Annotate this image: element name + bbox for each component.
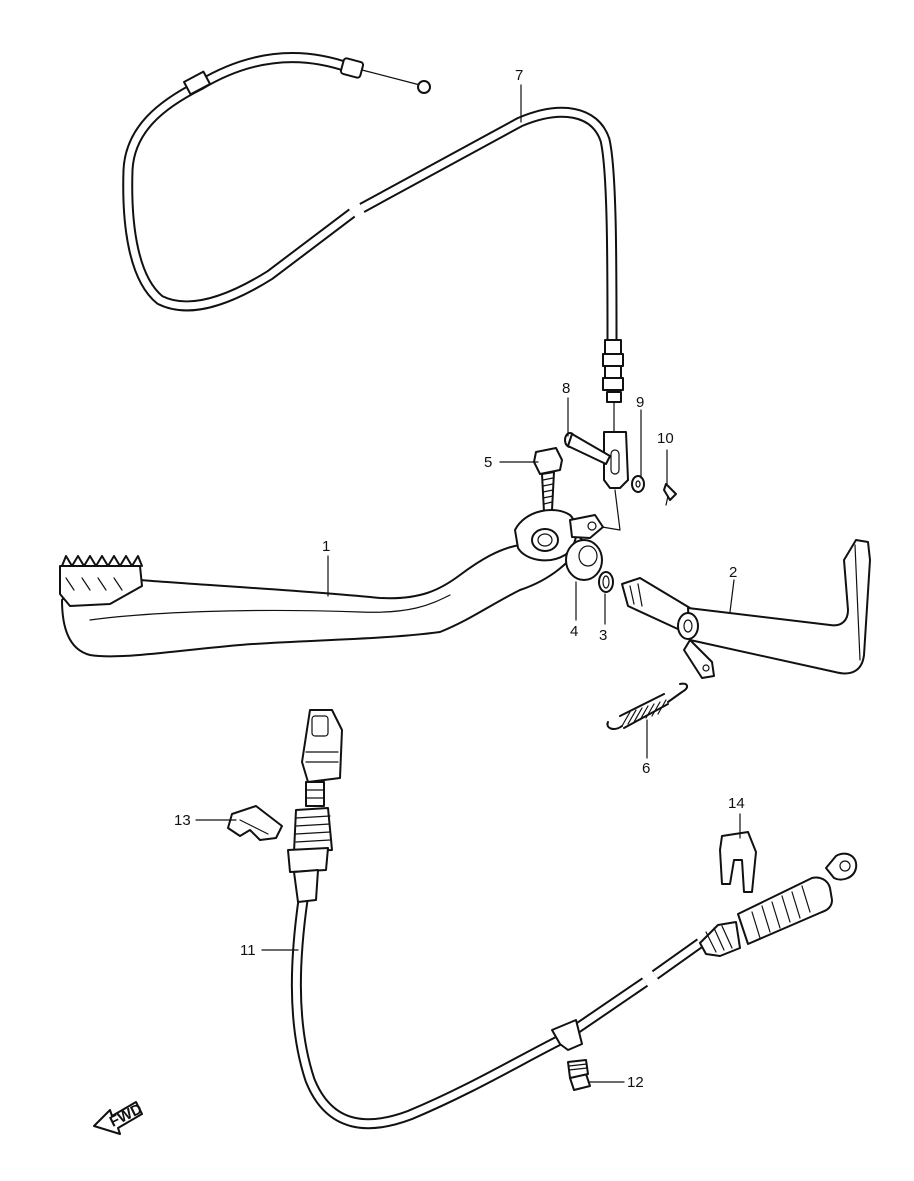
- part-labels: 7 8 5 9 10 1 2 4 3 6 13 14 11 12: [174, 67, 745, 1091]
- label-part-1: 1: [322, 538, 330, 555]
- part-14-clip[interactable]: [719, 831, 757, 893]
- label-part-9: 9: [636, 394, 644, 411]
- part-10-cotter-pin[interactable]: [663, 483, 677, 506]
- part-5-bolt[interactable]: [533, 447, 563, 513]
- part-2-pedal-shaft[interactable]: [621, 539, 871, 679]
- label-part-4: 4: [570, 623, 578, 640]
- label-part-11: 11: [240, 942, 256, 959]
- label-part-5: 5: [484, 454, 492, 471]
- part-7-cable[interactable]: [122, 52, 629, 489]
- part-8-clevis-pin[interactable]: [564, 432, 611, 465]
- part-11-lower-cable[interactable]: [287, 709, 858, 1130]
- label-part-2: 2: [729, 564, 737, 581]
- label-part-12: 12: [627, 1074, 644, 1091]
- label-part-7: 7: [515, 67, 523, 84]
- forward-arrow-icon: FWD: [93, 1100, 145, 1135]
- part-6-spring[interactable]: [606, 682, 688, 730]
- part-12-bolt[interactable]: [567, 1059, 591, 1091]
- label-part-6: 6: [642, 760, 650, 777]
- label-part-8: 8: [562, 380, 570, 397]
- label-part-14: 14: [728, 795, 745, 812]
- part-9-washer[interactable]: [631, 475, 645, 493]
- leader-lines: [195, 84, 741, 1083]
- part-4-dust-seal[interactable]: [565, 539, 603, 581]
- label-part-3: 3: [599, 627, 607, 644]
- label-part-10: 10: [657, 430, 674, 447]
- part-1-brake-pedal[interactable]: [59, 489, 621, 658]
- label-part-13: 13: [174, 812, 191, 829]
- part-3-o-ring[interactable]: [598, 571, 614, 593]
- fwd-label: FWD: [107, 1100, 145, 1130]
- part-13-cable-clip[interactable]: [227, 805, 283, 841]
